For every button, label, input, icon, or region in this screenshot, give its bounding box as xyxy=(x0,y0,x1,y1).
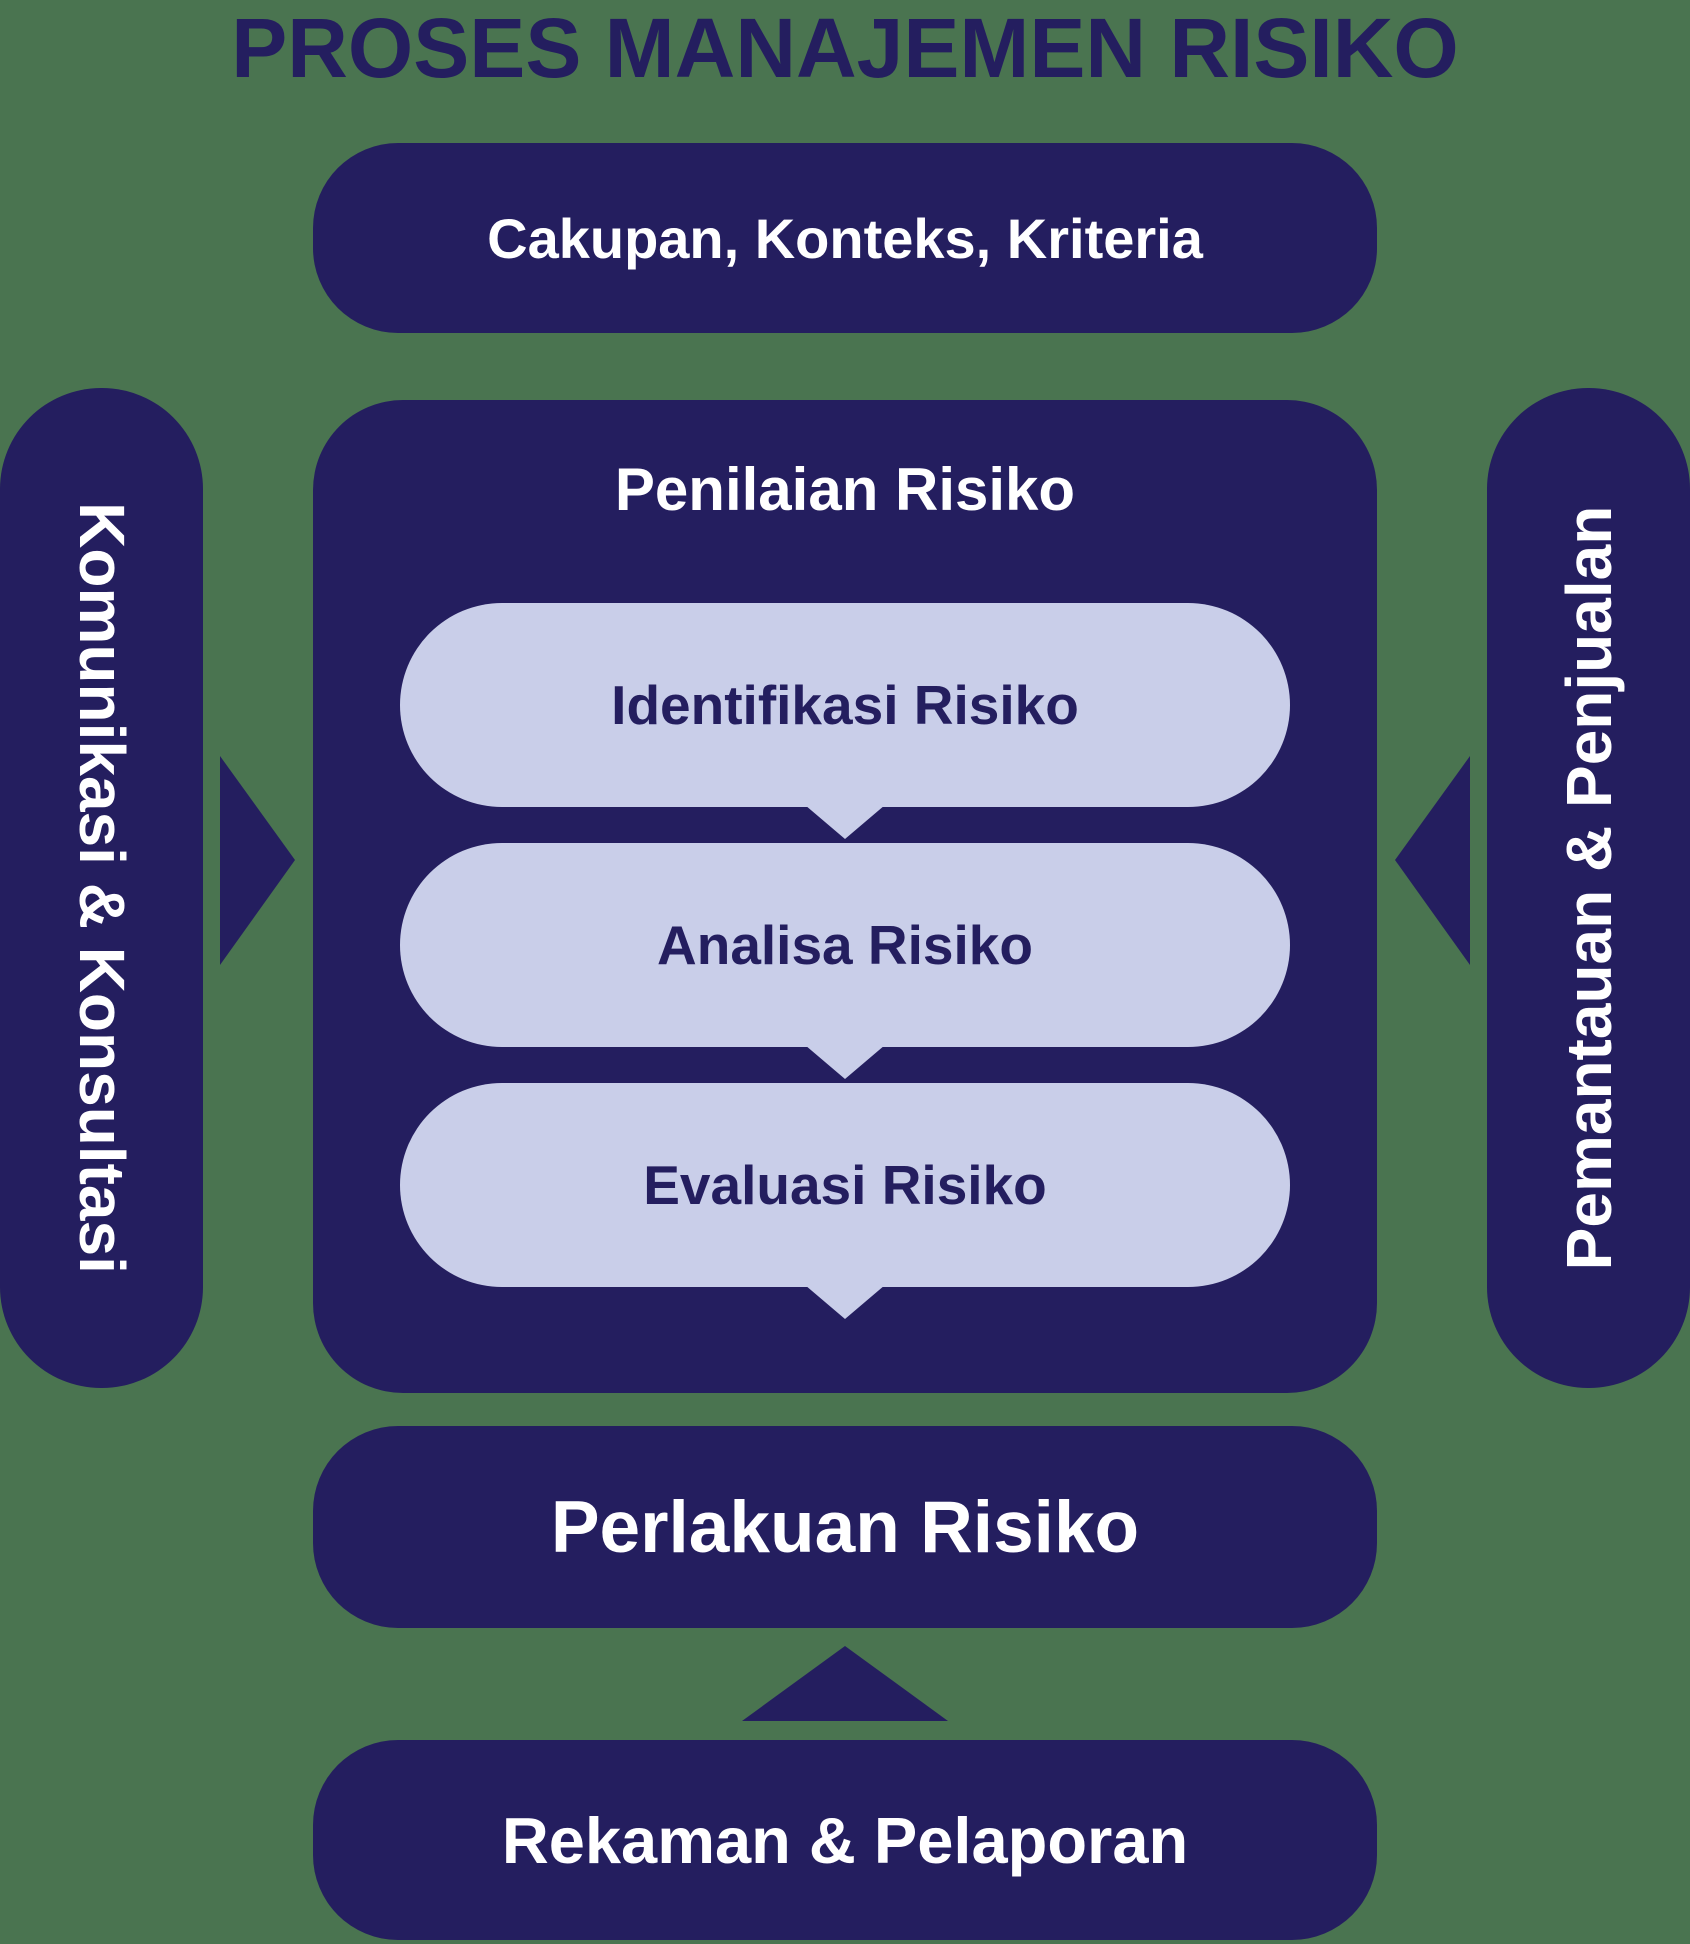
arrow-right-icon xyxy=(220,756,295,965)
down-tail-icon xyxy=(805,1285,885,1319)
risk-treatment-box: Perlakuan Risiko xyxy=(313,1426,1377,1628)
arrow-left-icon xyxy=(1395,756,1470,965)
down-tail-icon xyxy=(805,1045,885,1079)
scope-context-criteria-box: Cakupan, Konteks, Kriteria xyxy=(313,143,1377,333)
page-title: PROSES MANAJEMEN RISIKO xyxy=(231,0,1459,95)
risk-analysis-label: Analisa Risiko xyxy=(657,914,1033,976)
down-tail-icon xyxy=(805,805,885,839)
risk-identification-box: Identifikasi Risiko xyxy=(400,603,1290,839)
risk-identification-label: Identifikasi Risiko xyxy=(611,674,1079,736)
communication-consultation-pill: Komunikasi & Konsultasi xyxy=(0,388,203,1388)
scope-context-criteria-label: Cakupan, Konteks, Kriteria xyxy=(487,206,1203,270)
communication-consultation-label: Komunikasi & Konsultasi xyxy=(65,502,138,1274)
risk-treatment-label: Perlakuan Risiko xyxy=(550,1486,1140,1568)
recording-reporting-box: Rekaman & Pelaporan xyxy=(313,1740,1377,1940)
recording-reporting-label: Rekaman & Pelaporan xyxy=(501,1803,1189,1877)
risk-assessment-title: Penilaian Risiko xyxy=(614,456,1076,523)
risk-analysis-box: Analisa Risiko xyxy=(400,843,1290,1079)
risk-evaluation-box: Evaluasi Risiko xyxy=(400,1083,1290,1319)
monitoring-review-pill: Pemantauan & Penjualan xyxy=(1487,388,1690,1388)
monitoring-review-label: Pemantauan & Penjualan xyxy=(1552,505,1625,1271)
arrow-up-icon xyxy=(742,1646,948,1721)
risk-evaluation-label: Evaluasi Risiko xyxy=(643,1154,1047,1216)
